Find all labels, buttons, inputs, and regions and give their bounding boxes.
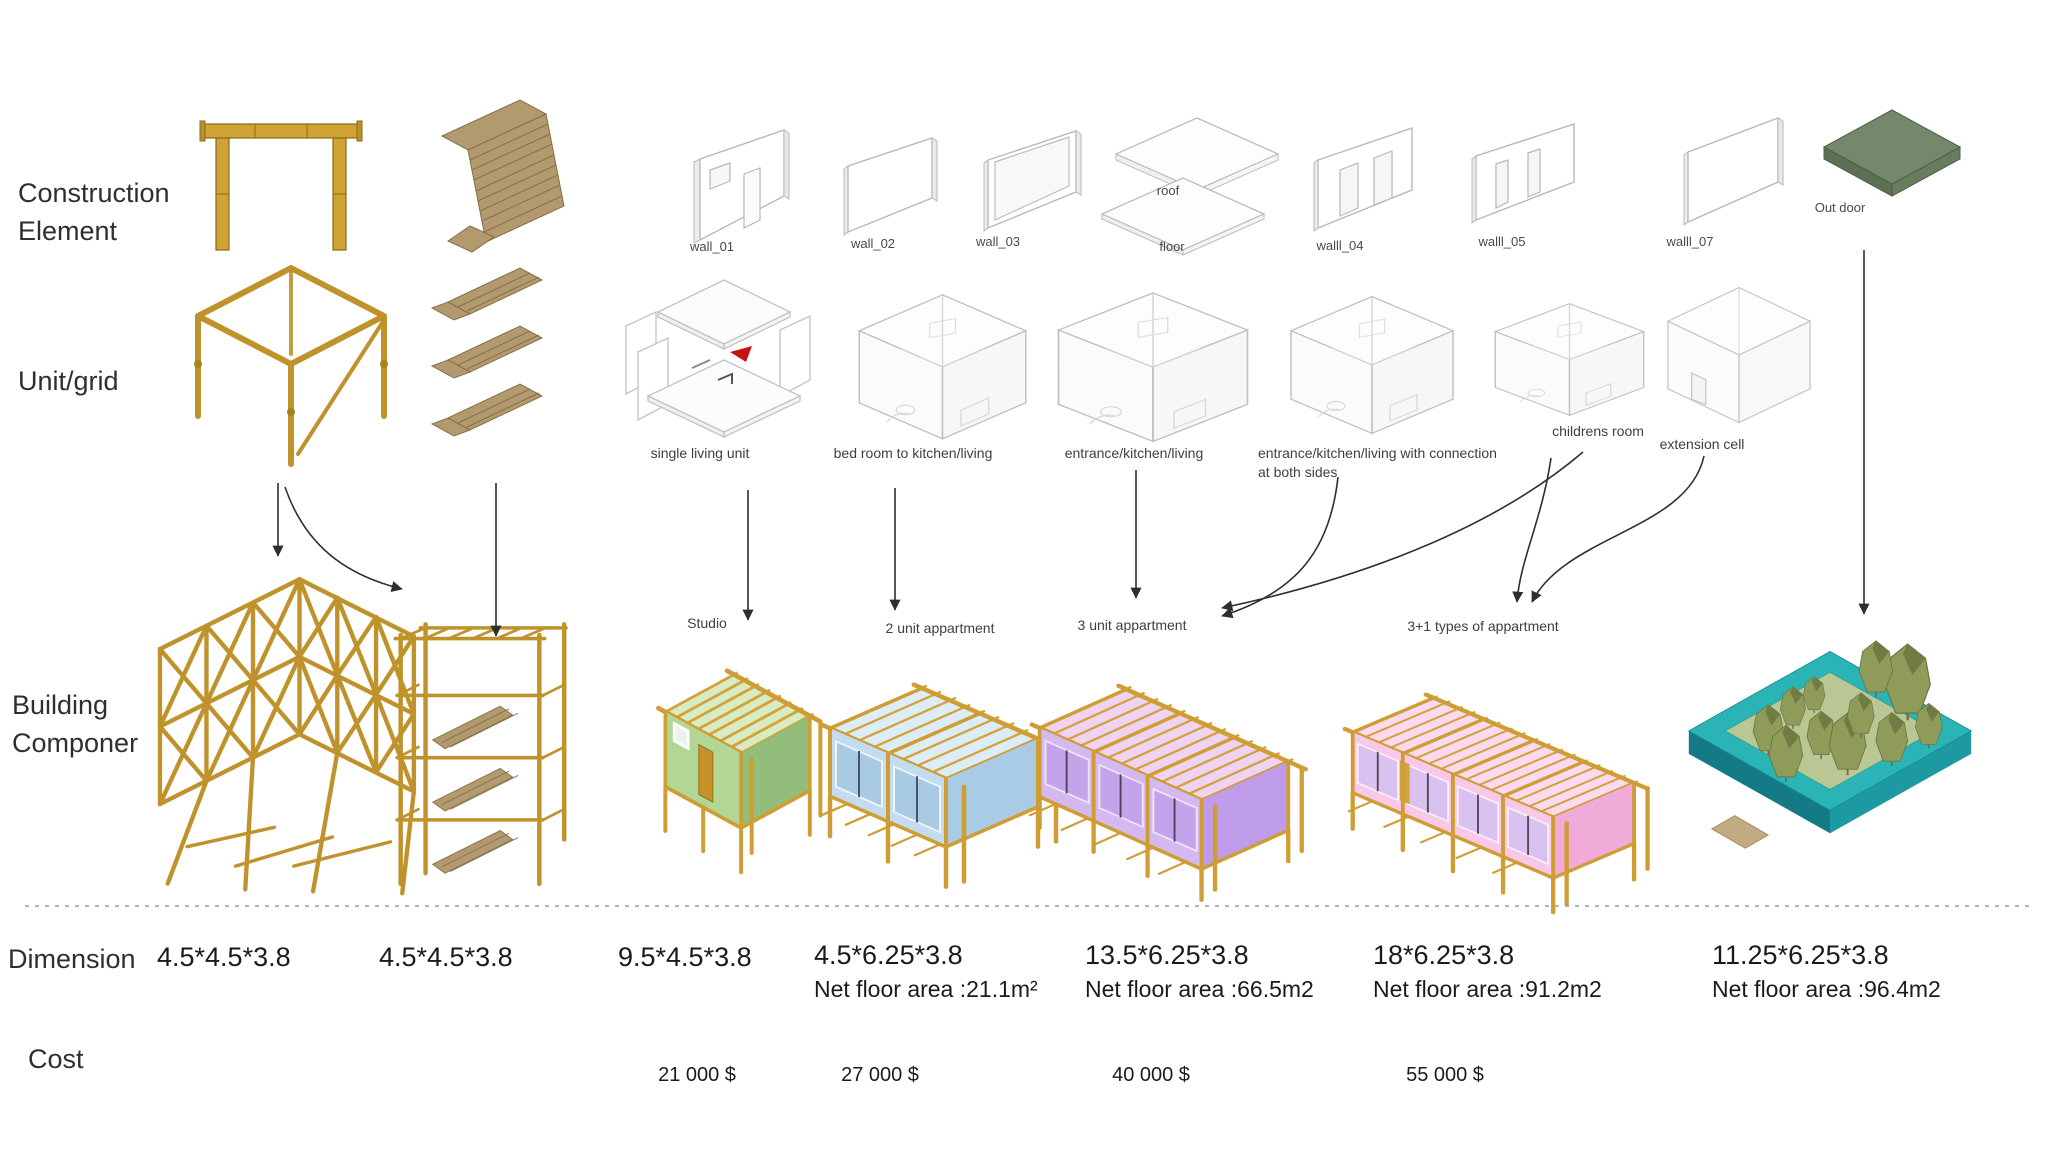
row-label-cost: Cost: [28, 1044, 84, 1074]
single-living-unit-icon: [625, 279, 811, 439]
wall-03-label: wall_03: [975, 234, 1021, 249]
studio-window: [672, 721, 690, 751]
studio-door: [698, 743, 714, 803]
wall-01-label: wall_01: [689, 239, 735, 254]
childrens-room-unit-icon: [1494, 303, 1645, 416]
three-plus-one-building-icon: [1342, 692, 1650, 915]
single-living-unit-label: single living unit: [650, 445, 750, 461]
dimension-value-3: 9.5*4.5*3.8: [618, 942, 752, 972]
wall-05-label: walll_05: [1478, 234, 1526, 249]
two-unit-building-icon: [819, 682, 1063, 890]
site-plan-icon: [1687, 640, 1973, 849]
extension-cell-label: extension cell: [1659, 436, 1745, 452]
dimension-value-4: 4.5*6.25*3.8: [814, 940, 963, 970]
cost-value-1: 21 000 $: [658, 1064, 736, 1086]
entrance-connection-label-2: at both sides: [1258, 464, 1338, 480]
bedroom-kitchen-label: bed room to kitchen/living: [833, 445, 993, 461]
row-label-building-2: Componer: [12, 728, 139, 758]
studio-building-icon: [656, 668, 823, 875]
wall-04-label: walll_04: [1316, 238, 1364, 253]
entrance-kitchen-unit-icon: [1057, 292, 1249, 443]
dimension-area-6: Net floor area :91.2m2: [1373, 976, 1602, 1002]
roof-floor-icon: [1100, 117, 1280, 256]
three-unit-label: 3 unit appartment: [1077, 617, 1187, 633]
wall-07-label: walll_07: [1666, 234, 1714, 249]
red-arrow-marker: [730, 346, 752, 362]
staircase-icon: [440, 99, 565, 253]
cost-value-3: 40 000 $: [1112, 1064, 1190, 1086]
cost-value-2: 27 000 $: [841, 1064, 919, 1086]
childrens-room-label: childrens room: [1552, 423, 1644, 439]
trees: [1752, 640, 1943, 783]
dimension-value-7: 11.25*6.25*3.8: [1712, 940, 1889, 970]
row-label-unit-grid: Unit/grid: [18, 366, 119, 396]
extension-cell-unit-icon: [1666, 286, 1812, 424]
timber-truss-lattice-icon: [157, 577, 417, 896]
wall-07-icon: [1683, 116, 1784, 226]
wall-02-label: wall_02: [850, 236, 896, 251]
row-label-construction-2: Element: [18, 216, 118, 246]
entrance-connection-unit-icon: [1290, 295, 1454, 435]
roof-label: roof: [1156, 183, 1180, 198]
dimension-value-5: 13.5*6.25*3.8: [1085, 940, 1249, 970]
row-label-dimension: Dimension: [8, 944, 136, 974]
timber-cube-frame-icon: [194, 265, 388, 467]
entrance-connection-label-1: entrance/kitchen/living with connection: [1258, 445, 1497, 461]
row-label-building-1: Building: [12, 690, 109, 720]
out-door-label: Out door: [1814, 200, 1866, 215]
wall-04-icon: [1313, 127, 1413, 232]
stair-tower-icon: [393, 622, 568, 887]
arrow-childrens-to-three-plus-one: [1512, 457, 1552, 603]
three-unit-building-icon: [1028, 683, 1309, 902]
cost-value-4: 55 000 $: [1406, 1064, 1484, 1086]
wall-05-icon: [1471, 123, 1575, 224]
floor-label: floor: [1159, 239, 1185, 254]
dimension-value-6: 18*6.25*3.8: [1373, 940, 1515, 970]
entrance-kitchen-label: entrance/kitchen/living: [1064, 445, 1204, 461]
dimension-area-4: Net floor area :21.1m²: [814, 976, 1038, 1002]
wall-02-icon: [843, 137, 938, 236]
dimension-value-2: 4.5*4.5*3.8: [379, 942, 513, 972]
portal-frame-icon: [199, 120, 363, 251]
wall-01-icon: [693, 129, 790, 244]
bedroom-kitchen-unit-icon: [858, 294, 1027, 440]
entrance-mat: [1710, 815, 1770, 849]
studio-label: Studio: [687, 615, 727, 631]
row-label-construction-1: Construction: [18, 178, 170, 208]
arrow-extension-to-three-plus-one: [1531, 455, 1705, 603]
dimension-value-1: 4.5*4.5*3.8: [157, 942, 291, 972]
outdoor-slab-icon: [1822, 109, 1962, 197]
dimension-area-5: Net floor area :66.5m2: [1085, 976, 1314, 1002]
stacked-stairs-icon: [430, 267, 544, 437]
dimension-area-7: Net floor area :96.4m2: [1712, 976, 1941, 1002]
arrow-connection-to-three-unit: [1221, 476, 1339, 619]
wall-03-icon: [983, 130, 1082, 232]
two-unit-label: 2 unit appartment: [885, 620, 995, 636]
three-plus-one-label: 3+1 types of appartment: [1407, 618, 1559, 634]
